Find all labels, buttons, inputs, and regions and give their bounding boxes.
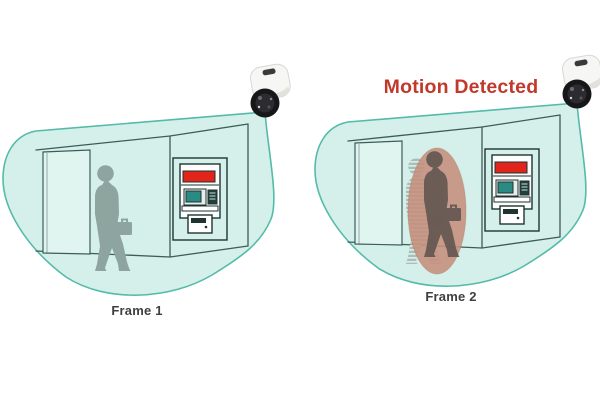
dome-camera-icon [560, 52, 600, 109]
motion-detected-text: Motion Detected [384, 76, 539, 98]
frame-2-scene: Motion Detected Frame 2 [314, 52, 600, 304]
dome-camera-icon [248, 61, 293, 118]
frame-1-label: Frame 1 [111, 303, 162, 318]
room-frame-1 [35, 123, 249, 258]
frame-2-label: Frame 2 [425, 289, 476, 304]
door [354, 140, 403, 246]
room-frame-2 [347, 114, 561, 249]
door [42, 149, 91, 255]
frame-1-scene: Frame 1 [2, 61, 293, 318]
